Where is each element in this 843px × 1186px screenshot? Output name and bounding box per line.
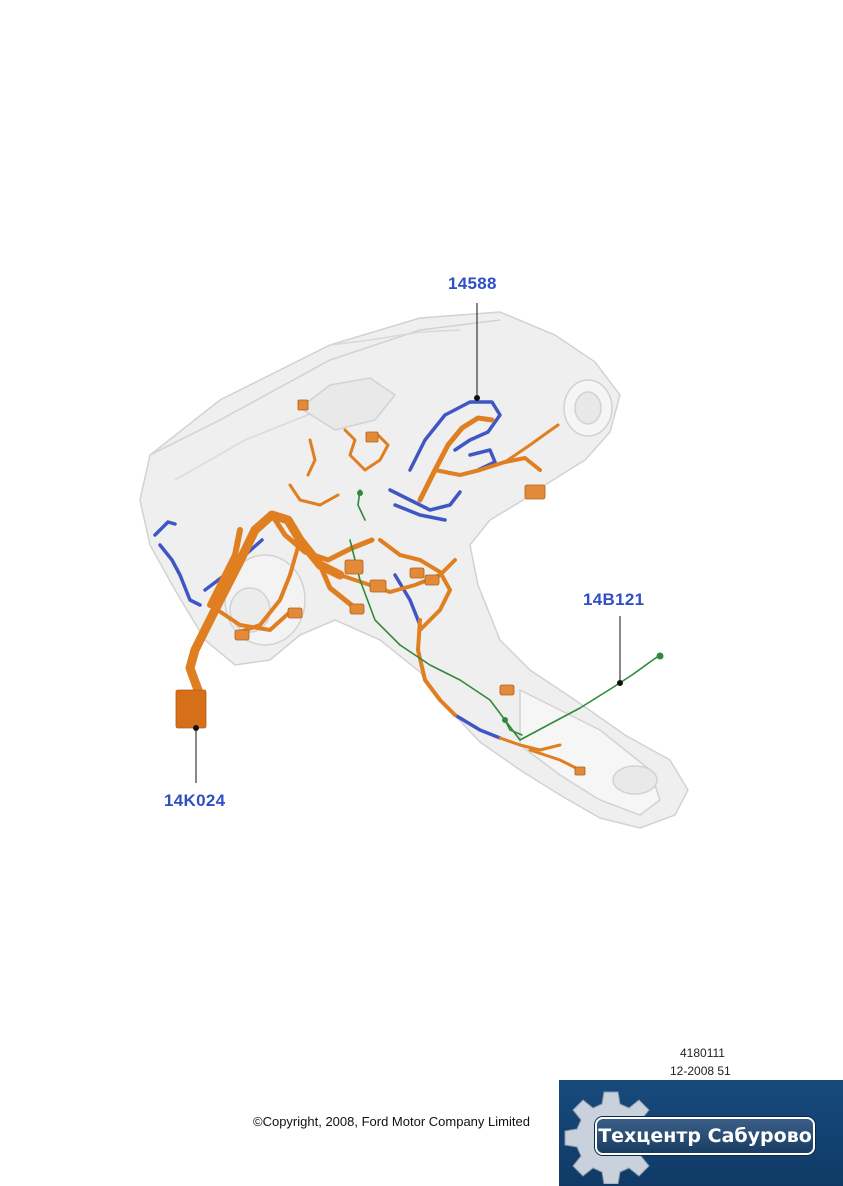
copyright-notice: ©Copyright, 2008, Ford Motor Company Lim… <box>253 1114 530 1129</box>
date-code: 12-2008 51 <box>670 1064 731 1078</box>
secondary-harness <box>153 400 502 740</box>
connectors <box>175 399 586 776</box>
connector-14k024 <box>175 689 207 729</box>
callout-14b121: 14B121 <box>583 590 645 609</box>
service-center-logo: Техцентр Сабурово <box>559 1080 843 1186</box>
logo-badge: Техцентр Сабурово <box>595 1117 815 1155</box>
leader-lines <box>193 303 623 783</box>
logo-text: Техцентр Сабурово <box>598 1125 812 1147</box>
callout-14588: 14588 <box>448 274 497 293</box>
callout-14k024: 14K024 <box>164 791 226 810</box>
illustration-number: 4180111 <box>680 1046 725 1060</box>
